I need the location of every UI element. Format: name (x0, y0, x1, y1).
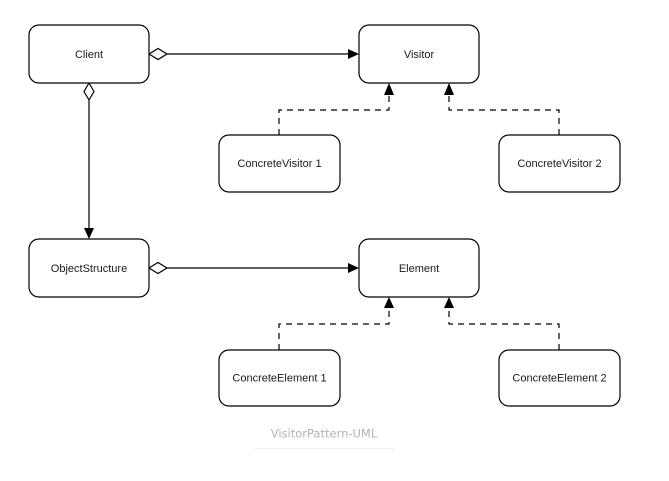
uml-node-element-label: Element (399, 263, 439, 275)
edge-objectstructure-element (147, 261, 359, 275)
uml-node-concrete-element-2[interactable]: ConcreteElement 2 (498, 349, 621, 407)
aggregation-diamond-objectstructure (147, 261, 169, 275)
arrowhead-visitor (348, 49, 359, 59)
aggregation-diamond-client (147, 47, 169, 61)
edge-concretevisitor1-visitor-line (278, 95, 390, 135)
edge-concreteelement1-element (278, 297, 394, 350)
uml-node-element-shape[interactable] (358, 238, 480, 298)
uml-node-concrete-visitor-2[interactable]: ConcreteVisitor 2 (498, 134, 621, 193)
uml-node-concrete-visitor-2-shape[interactable] (498, 134, 621, 193)
edge-client-visitor (147, 47, 359, 61)
uml-node-visitor-label: Visitor (404, 49, 435, 61)
uml-node-visitor[interactable]: Visitor (358, 24, 480, 84)
uml-node-concrete-element-1-label: ConcreteElement 1 (232, 372, 326, 384)
uml-node-object-structure[interactable]: ObjectStructure (28, 238, 150, 298)
uml-node-concrete-element-2-shape[interactable] (498, 349, 621, 407)
uml-node-visitor-shape[interactable] (358, 24, 480, 84)
uml-node-client-label: Client (75, 49, 103, 61)
uml-node-object-structure-shape[interactable] (28, 238, 150, 298)
edge-concretevisitor1-visitor (278, 83, 394, 135)
diagram-caption: VisitorPattern-UML (271, 427, 378, 441)
edge-concreteelement2-element (444, 297, 560, 350)
uml-node-concrete-element-2-label: ConcreteElement 2 (512, 372, 606, 384)
uml-node-object-structure-label: ObjectStructure (51, 263, 127, 275)
arrowhead-visitor-from-cv1 (384, 83, 394, 95)
arrowhead-objectstructure (84, 228, 94, 239)
uml-node-concrete-visitor-2-label: ConcreteVisitor 2 (517, 158, 601, 170)
arrowhead-element-from-ce1 (384, 297, 394, 308)
uml-node-client-shape[interactable] (28, 24, 150, 84)
edge-concretevisitor2-visitor (444, 83, 560, 135)
edge-client-objectstructure (83, 81, 95, 239)
uml-node-client[interactable]: Client (28, 24, 150, 84)
uml-node-concrete-visitor-1[interactable]: ConcreteVisitor 1 (218, 134, 341, 193)
edge-concreteelement2-element-line (448, 308, 560, 350)
arrowhead-element-from-ce2 (444, 297, 454, 308)
uml-node-concrete-element-1[interactable]: ConcreteElement 1 (218, 349, 341, 407)
edge-concreteelement1-element-line (278, 308, 390, 350)
uml-node-concrete-visitor-1-shape[interactable] (218, 134, 341, 193)
edge-concretevisitor2-visitor-line (448, 95, 560, 135)
uml-node-element[interactable]: Element (358, 238, 480, 298)
uml-node-concrete-visitor-1-label: ConcreteVisitor 1 (237, 158, 321, 170)
uml-node-concrete-element-1-shape[interactable] (218, 349, 341, 407)
arrowhead-visitor-from-cv2 (444, 83, 454, 95)
arrowhead-element (348, 263, 359, 273)
aggregation-diamond-client-bottom (83, 81, 95, 102)
